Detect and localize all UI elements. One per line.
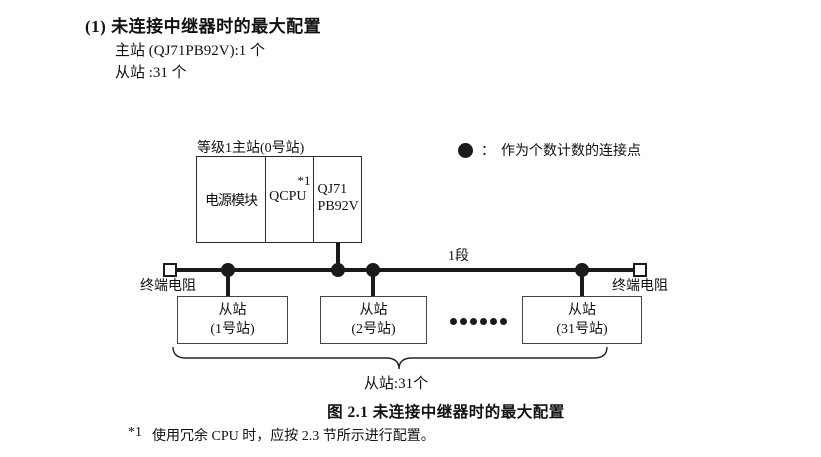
cpu-label: QCPU [269,189,307,204]
master-count-line: 主站 (QJ71PB92V):1 个 [115,43,266,59]
connection-dot-icon [458,142,473,158]
bus-line [175,268,635,272]
terminator-resistor-icon [163,263,177,277]
slave-station-box: 从站 (1号站) [177,296,288,344]
slave31-drop-line [580,271,584,296]
figure-caption: 图 2.1 未连接中继器时的最大配置 [327,404,565,421]
segment-label: 1段 [448,249,469,264]
module-name-line1: QJ71 [317,182,348,197]
master-station-label: 等级1主站(0号站) [197,141,305,156]
connection-dot-icon [575,263,589,277]
footnote-ref: *1 [297,173,311,188]
slave2-drop-line [371,271,375,296]
footnote: *1 使用冗余 CPU 时，应按 2.3 节所示进行配置。 [128,425,435,445]
legend-colon: ： [481,144,495,159]
section-heading: (1) 未连接中继器时的最大配置 [85,17,322,36]
terminator-label-left: 终端电阻 [140,279,196,294]
underbrace [172,346,608,370]
slave-label: 从站 [359,303,388,318]
master-drop-line [336,243,340,269]
slave-label: 从站 [568,303,596,318]
slave-number: (2号站) [351,322,396,337]
master-station-box: 电源模块 *1 QCPU QJ71 PB92V [196,156,362,243]
terminator-label-right: 终端电阻 [612,279,668,294]
slave-station-box: 从站 (31号站) [522,296,642,344]
slave-label: 从站 [218,303,247,318]
footnote-marker: *1 [128,425,142,440]
connection-dot-icon [221,263,235,277]
connection-dot-icon [366,263,380,277]
legend: ： 作为个数计数的连接点 [458,140,641,160]
slave-count-line: 从站 :31 个 [115,65,187,81]
slave-number: (31号站) [556,322,608,337]
pb92v-module-cell: QJ71 PB92V [312,157,361,242]
module-name-line2: PB92V [317,199,359,214]
slave-station-box: 从站 (2号站) [320,296,427,344]
terminator-resistor-icon [633,263,647,277]
ellipsis-dots-icon [450,318,507,325]
slave1-drop-line [226,271,230,296]
brace-label: 从站:31个 [363,376,429,392]
slave-number: (1号站) [210,322,255,337]
power-module-cell: 电源模块 [205,193,258,209]
connection-dot-icon [331,263,345,277]
cpu-cell: *1 QCPU [265,157,312,242]
legend-text: 作为个数计数的连接点 [501,144,641,159]
footnote-text: 使用冗余 CPU 时，应按 2.3 节所示进行配置。 [152,429,435,444]
